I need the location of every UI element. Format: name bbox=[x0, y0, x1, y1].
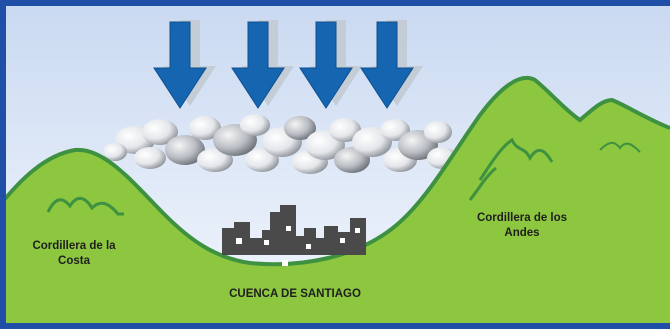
down-arrow-2 bbox=[231, 20, 294, 109]
frame-left bbox=[0, 0, 6, 329]
down-arrow-1 bbox=[153, 20, 216, 109]
basin-label: CUENCA DE SANTIAGO bbox=[229, 288, 361, 300]
basin-floor bbox=[150, 263, 500, 329]
andes-range bbox=[250, 77, 670, 329]
frame-top bbox=[0, 0, 670, 6]
down-arrow-3 bbox=[299, 20, 362, 109]
coastal-range-label: Cordillera de la Costa bbox=[32, 240, 116, 267]
arrow-group bbox=[153, 20, 423, 109]
city-skyline bbox=[222, 205, 366, 266]
down-arrow-4 bbox=[360, 20, 423, 109]
frame-bottom bbox=[0, 323, 670, 329]
andes-range-label: Cordillera de los Andes bbox=[476, 212, 568, 239]
smog-cloud bbox=[103, 114, 457, 174]
